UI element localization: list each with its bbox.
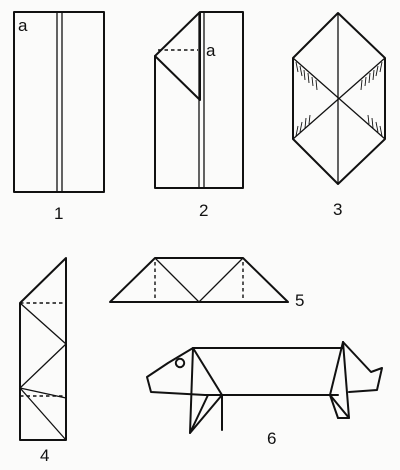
step-4-figure	[19, 257, 67, 441]
step-3-number: 3	[333, 200, 342, 219]
step-2-number: 2	[199, 201, 208, 220]
step-4-number: 4	[40, 446, 49, 465]
step-6-number: 6	[267, 429, 276, 448]
step-2-folded-flap	[154, 11, 201, 101]
step-4-crease-bottom	[19, 387, 67, 441]
step-4-crease-2	[19, 343, 67, 389]
step-2-figure: a	[154, 11, 244, 189]
step-1-paper	[13, 11, 105, 193]
step-1-number: 1	[54, 204, 63, 223]
step-2-paper	[154, 11, 244, 189]
pig-tail	[342, 341, 383, 393]
step-6-figure	[146, 341, 383, 434]
step-1-figure: a	[13, 11, 105, 193]
step-3-shading	[295, 61, 383, 137]
step-3-figure	[292, 12, 386, 185]
pig-front-leg-outer	[189, 347, 223, 434]
step-2-marker: a	[206, 41, 216, 60]
step-1-marker: a	[18, 16, 28, 35]
step-5-crease-zigzag	[154, 257, 244, 303]
step-4-crease-3	[19, 387, 67, 399]
step-4-crease-1	[19, 302, 67, 345]
pig-front-leg-inner	[189, 394, 223, 434]
pig-rear-leg-outer	[329, 341, 344, 419]
pig-eye	[174, 357, 186, 369]
step-4-paper	[19, 257, 67, 441]
step-5-number: 5	[295, 291, 304, 310]
step-3-diagonal-crease-2	[292, 57, 386, 140]
pig-head	[146, 347, 206, 396]
step-5-figure	[109, 257, 289, 303]
step-5-paper	[109, 257, 289, 303]
